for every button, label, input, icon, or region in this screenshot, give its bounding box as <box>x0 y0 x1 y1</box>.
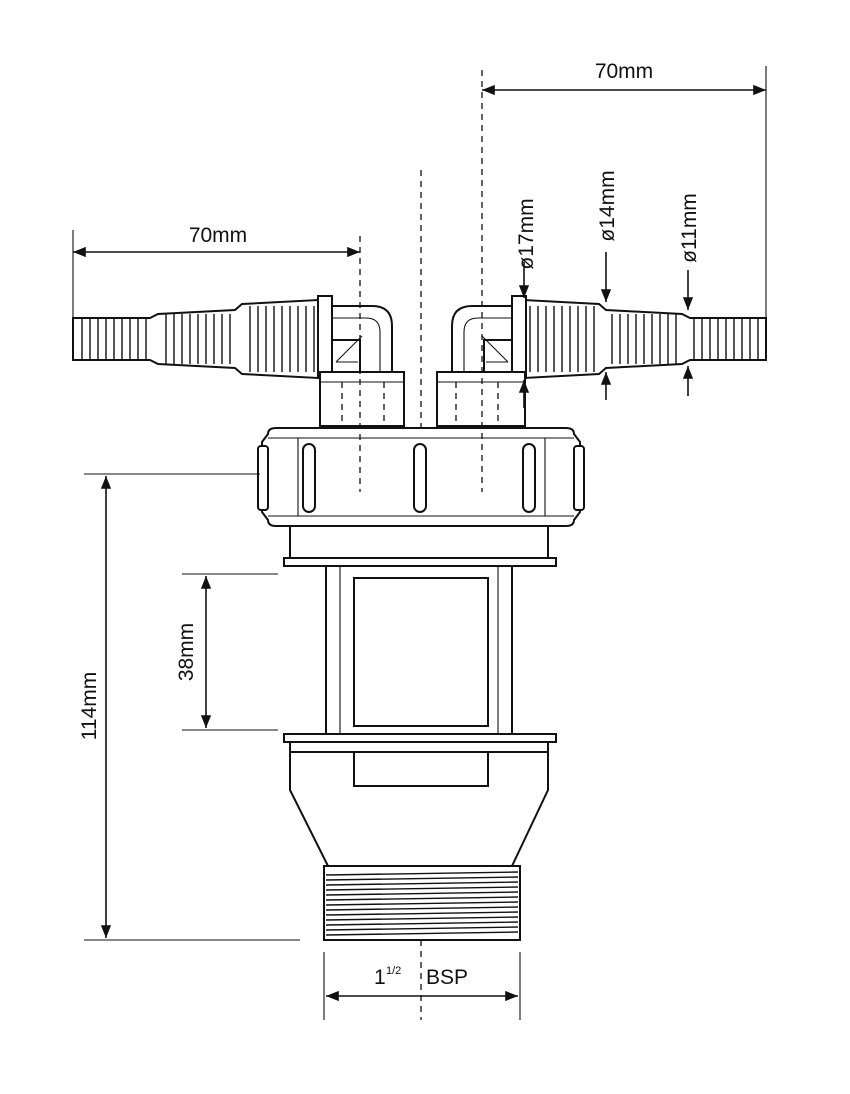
total-height-label: 114mm <box>78 672 101 740</box>
thread-line <box>325 906 519 911</box>
thread-line <box>325 881 519 886</box>
dimension-diameter-11: ø11mm <box>678 193 701 396</box>
dimension-diameter-17: ø17mm <box>515 198 538 408</box>
dimension-right-70mm: 70mm <box>482 60 767 318</box>
thread-size-fraction: 1/2 <box>386 965 401 977</box>
lower-collar <box>283 733 557 753</box>
tapered-body <box>289 751 549 867</box>
thread-line <box>325 916 519 921</box>
union-nut <box>257 427 585 527</box>
right-stem <box>436 371 526 427</box>
dimension-diameter-14: ø14mm <box>596 170 619 400</box>
dimension-thread: 1 1/2 BSP <box>323 952 521 1020</box>
thread-line <box>325 921 519 926</box>
diameter-17-label: ø17mm <box>515 198 538 269</box>
left-stem <box>319 371 405 427</box>
thread-line <box>325 896 519 901</box>
left-hose-barb <box>72 295 393 380</box>
thread-line <box>325 931 519 936</box>
diameter-11-label: ø11mm <box>678 193 701 263</box>
sight-glass-body <box>325 565 513 735</box>
thread-line <box>325 886 519 891</box>
threaded-end <box>323 865 521 941</box>
hidden-lines <box>341 70 499 492</box>
upper-collar <box>283 525 557 567</box>
dimension-left-70mm: 70mm <box>72 224 360 318</box>
dimension-114mm: 114mm <box>78 473 300 941</box>
thread-standard-label: BSP <box>426 966 468 989</box>
right-hose-barb <box>451 295 767 380</box>
sight-window <box>353 577 489 727</box>
thread-line <box>325 926 519 931</box>
thread-line <box>325 871 519 876</box>
thread-line <box>325 876 519 881</box>
left-hose-length-label: 70mm <box>189 224 247 247</box>
right-hose-length-label: 70mm <box>595 60 653 83</box>
thread-size-label: 1 <box>374 966 386 989</box>
thread-line <box>325 891 519 896</box>
dimension-38mm: 38mm <box>175 573 278 731</box>
thread-line <box>325 901 519 906</box>
thread-line <box>325 911 519 916</box>
diameter-14-label: ø14mm <box>596 170 619 241</box>
window-height-label: 38mm <box>175 623 198 681</box>
